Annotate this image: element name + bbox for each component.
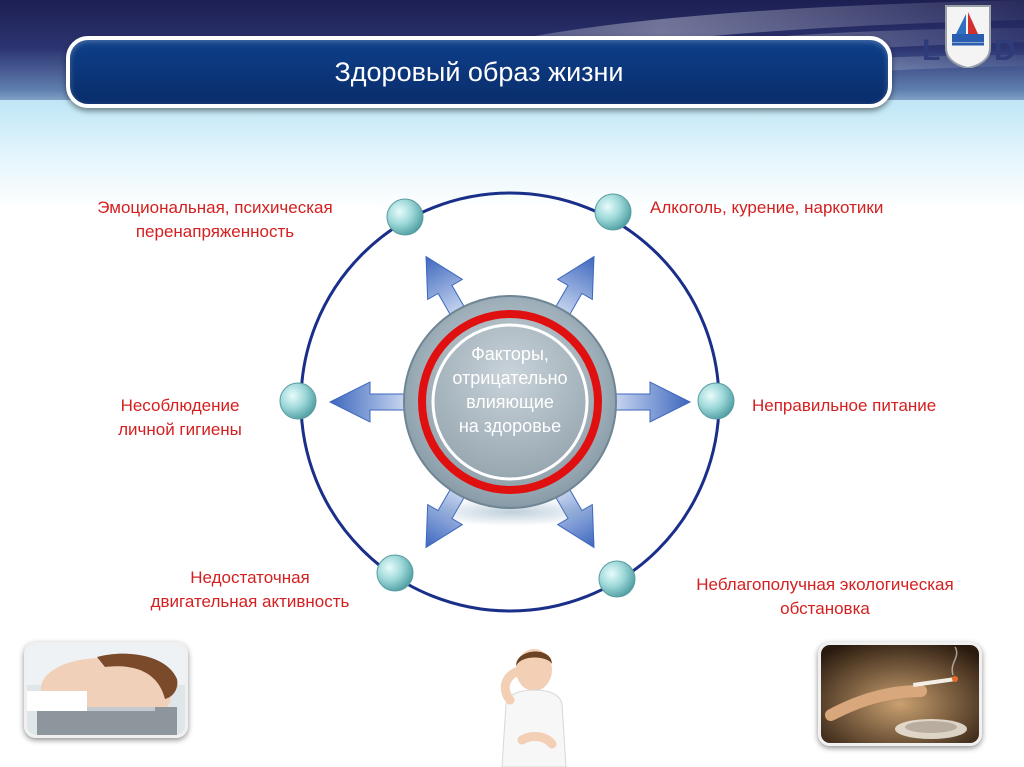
factor-line: обстановка: [780, 599, 870, 618]
hub-shadow: [422, 498, 602, 526]
factor-label-bottom-left: Недостаточная двигательная активность: [70, 566, 430, 614]
center-label: Факторы, отрицательно влияющие на здоров…: [410, 342, 610, 438]
svg-text:L: L: [922, 34, 940, 67]
title-bar: Здоровый образ жизни: [66, 36, 892, 108]
node-top-right: [594, 193, 632, 231]
factor-line: Недостаточная: [190, 568, 310, 587]
factor-label-right: Неправильное питание: [752, 394, 1012, 418]
center-line-1: Факторы,: [471, 344, 549, 364]
factor-line: Неправильное питание: [752, 396, 937, 415]
sleeping-person-photo: [24, 642, 188, 738]
factor-label-left: Несоблюдение личной гигиены: [80, 394, 280, 442]
factor-line: перенапряженность: [135, 222, 295, 241]
factor-label-top-right: Алкоголь, курение, наркотики: [650, 196, 990, 220]
factor-line: личной гигиены: [118, 420, 242, 439]
tired-boy-photo: [492, 642, 576, 767]
page-title: Здоровый образ жизни: [334, 56, 624, 87]
center-line-3: влияющие: [466, 392, 554, 412]
hub-white-ring: [431, 323, 589, 481]
factor-label-bottom-right: Неблагополучная экологическая обстановка: [645, 573, 1005, 621]
factor-line: Несоблюдение: [120, 396, 240, 415]
node-top-left: [386, 198, 424, 236]
cigarette-smoking-photo: [818, 642, 982, 746]
factor-line: Неблагополучная экологическая: [696, 575, 954, 594]
factor-line: Алкоголь, курение, наркотики: [650, 198, 884, 217]
center-line-4: на здоровье: [458, 416, 562, 436]
hub-red-ring: [418, 310, 602, 494]
logo-emblem: L D: [918, 4, 1018, 70]
factor-line: двигательная активность: [150, 592, 350, 611]
node-bottom-left: [376, 554, 414, 592]
svg-text:D: D: [994, 34, 1016, 67]
factor-line: Эмоциональная, психическая: [97, 198, 333, 217]
factor-label-top-left: Эмоциональная, психическая перенапряженн…: [40, 196, 390, 244]
node-left: [279, 382, 317, 420]
node-bottom-right: [598, 560, 636, 598]
node-right: [697, 382, 735, 420]
center-line-2: отрицательно: [452, 368, 568, 388]
